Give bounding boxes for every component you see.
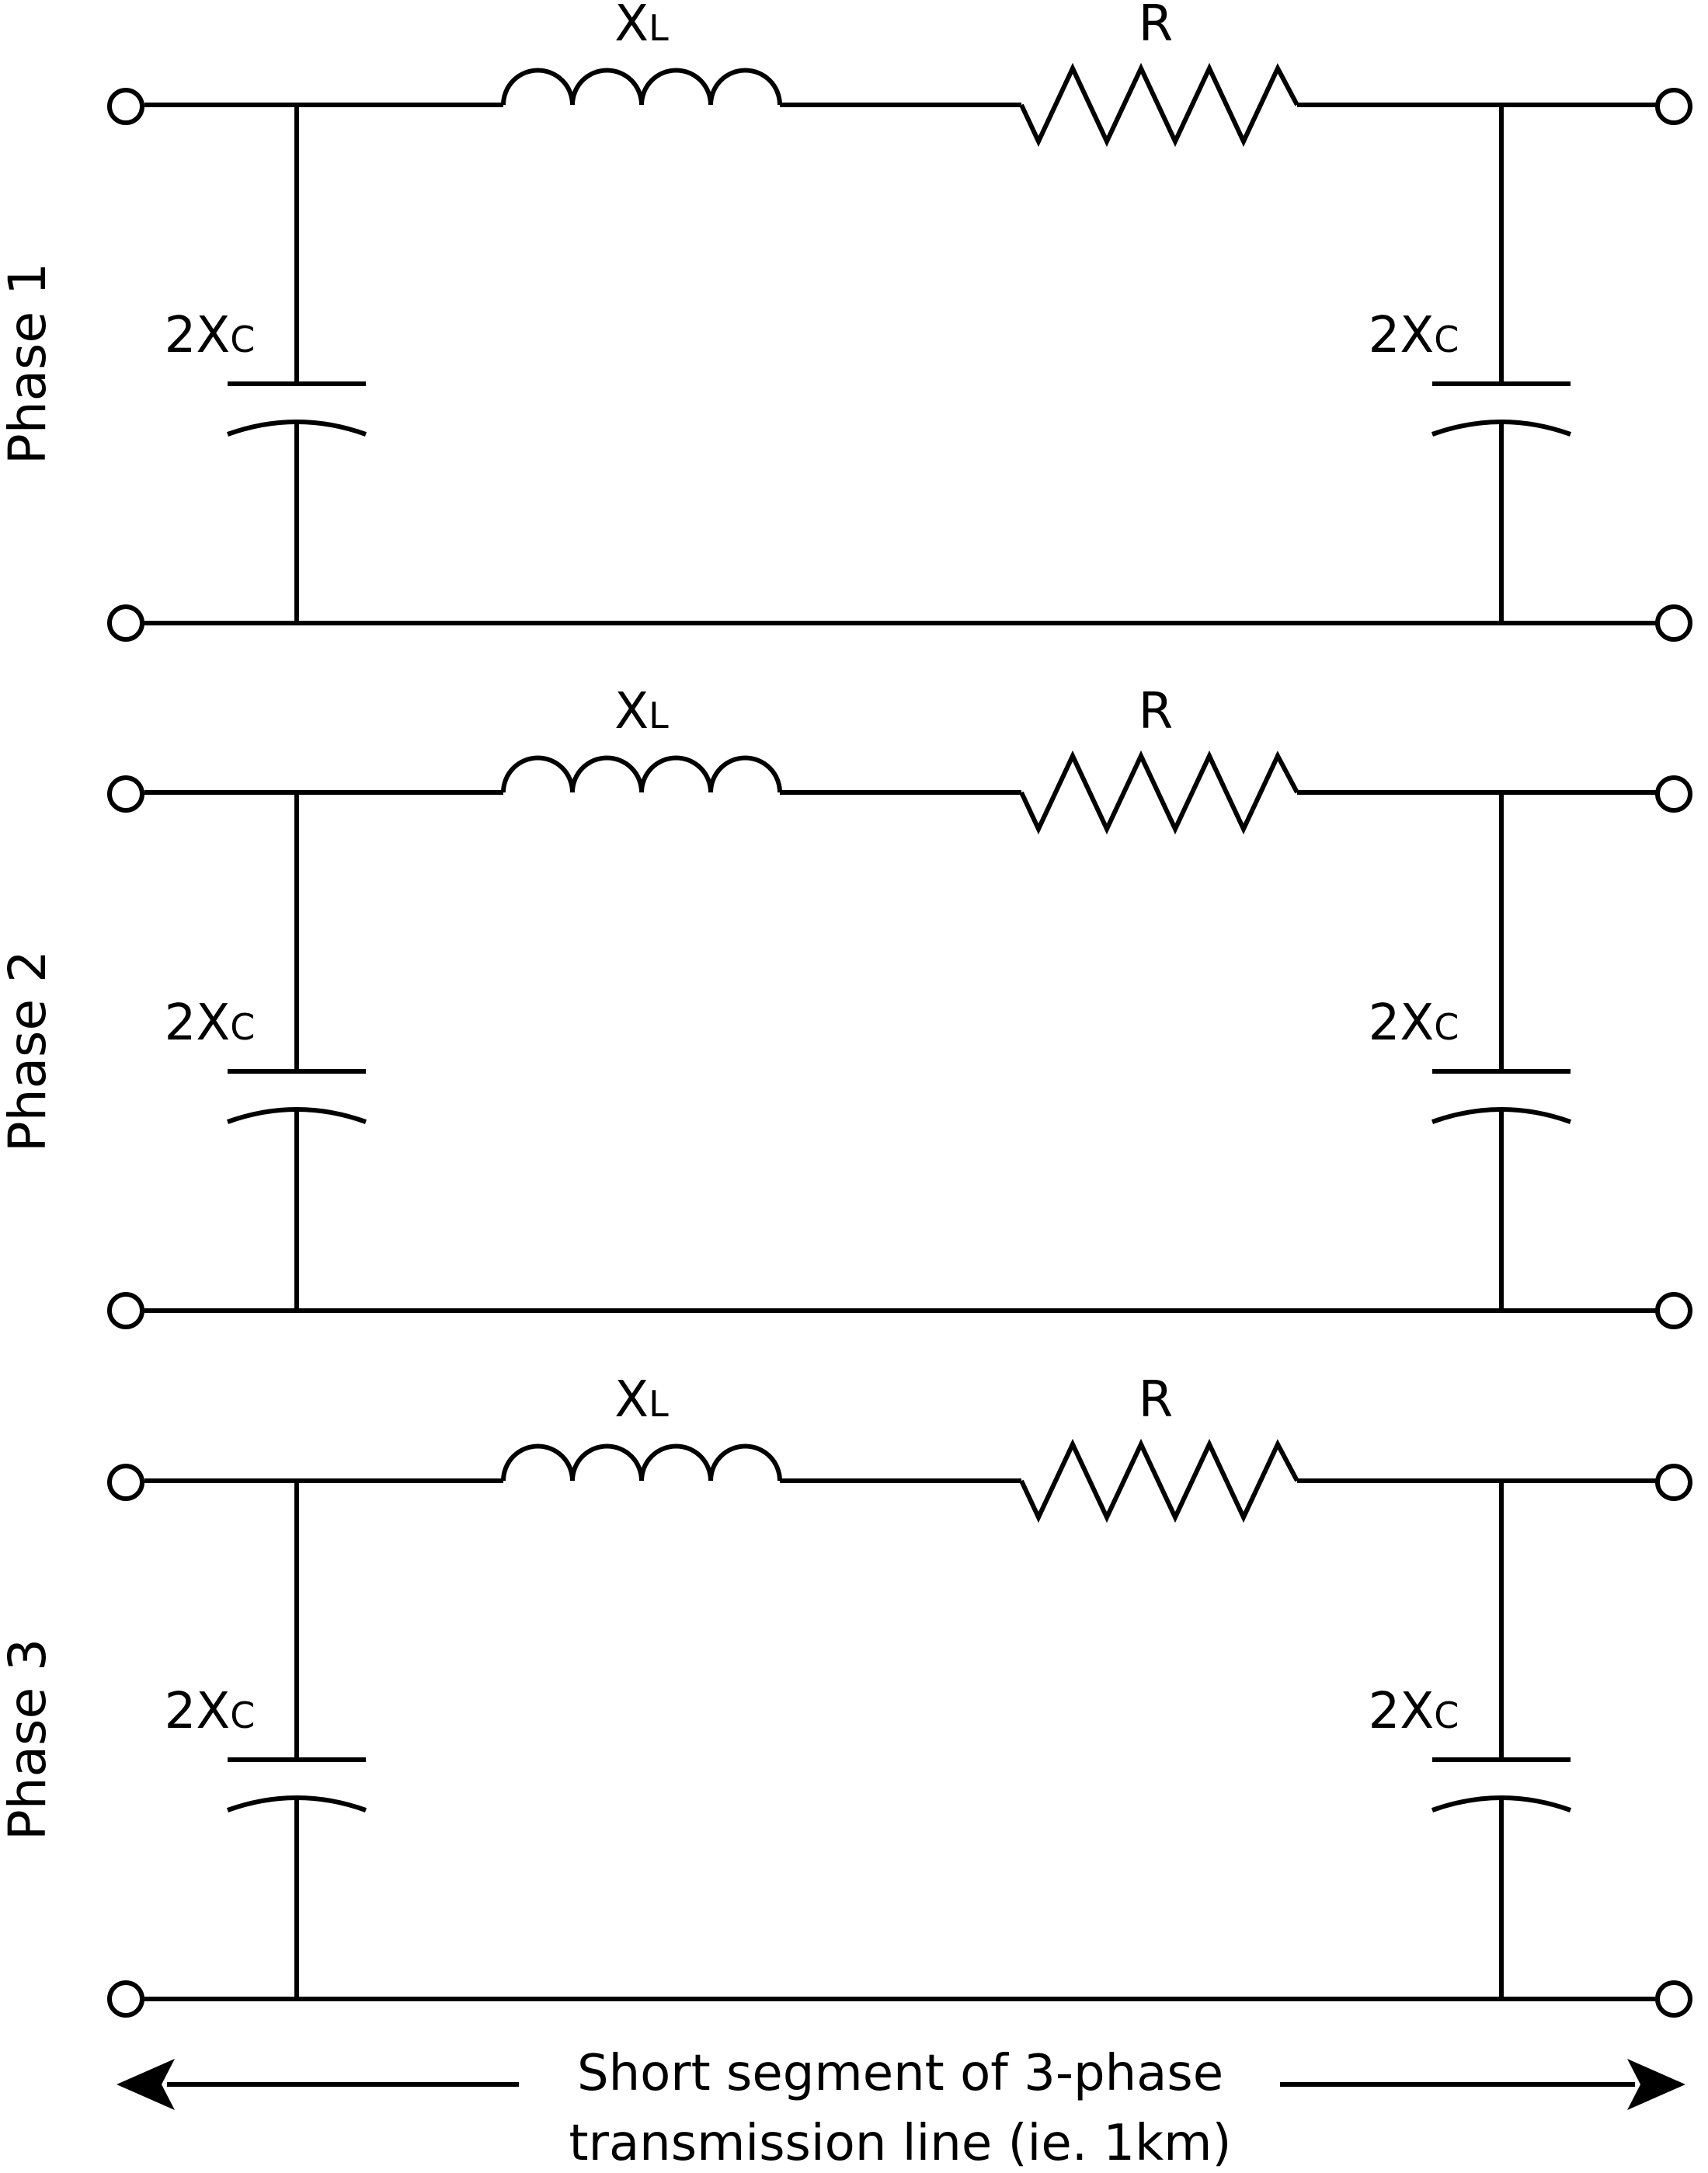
terminal-bottom-right bbox=[1655, 1980, 1692, 2018]
resistor-label: R bbox=[1139, 1371, 1173, 1429]
terminal-top-right bbox=[1655, 775, 1692, 813]
terminal-top-right bbox=[1655, 1464, 1692, 1501]
left-capacitor-label: 2XC bbox=[165, 307, 256, 364]
phase-label: Phase 3 bbox=[0, 1638, 57, 1840]
right-capacitor-label: 2XC bbox=[1369, 994, 1459, 1052]
terminal-top-right bbox=[1655, 88, 1692, 125]
inductor-label: XL bbox=[614, 1371, 669, 1429]
terminal-top-left bbox=[107, 88, 144, 125]
resistor-zigzag bbox=[1019, 750, 1299, 835]
phase-label: Phase 2 bbox=[0, 950, 57, 1152]
segment-length-indicator: Short segment of 3-phase transmission li… bbox=[117, 2045, 1685, 2172]
phase-label: Phase 1 bbox=[0, 263, 57, 465]
arrow-right-icon bbox=[1627, 2059, 1685, 2110]
inductor-coil bbox=[501, 755, 782, 793]
left-capacitor-label: 2XC bbox=[165, 994, 256, 1052]
terminal-bottom-right bbox=[1655, 1292, 1692, 1329]
terminal-bottom-left bbox=[107, 1980, 144, 2018]
resistor-zigzag bbox=[1019, 1438, 1299, 1524]
arrow-left-icon bbox=[117, 2059, 175, 2110]
resistor-label: R bbox=[1139, 683, 1173, 740]
terminal-bottom-left bbox=[107, 604, 144, 642]
terminal-top-left bbox=[107, 775, 144, 813]
phase-1-circuit: XL R 2XC 2XC Phase 1 bbox=[0, 0, 1692, 642]
caption-line-2: transmission line (ie. 1km) bbox=[569, 2115, 1232, 2172]
left-capacitor-label: 2XC bbox=[165, 1683, 256, 1740]
terminal-top-left bbox=[107, 1464, 144, 1501]
caption-line-1: Short segment of 3-phase bbox=[577, 2045, 1223, 2102]
inductor-label: XL bbox=[614, 0, 669, 53]
resistor-label: R bbox=[1139, 0, 1173, 53]
phase-3-circuit: XL R 2XC 2XC Phase 3 bbox=[0, 1371, 1692, 2018]
terminal-bottom-left bbox=[107, 1292, 144, 1329]
inductor-coil bbox=[501, 68, 782, 106]
inductor-coil bbox=[501, 1443, 782, 1482]
right-capacitor-label: 2XC bbox=[1369, 307, 1459, 364]
resistor-zigzag bbox=[1019, 62, 1299, 148]
phase-2-circuit: XL R 2XC 2XC Phase 2 bbox=[0, 683, 1692, 1329]
inductor-label: XL bbox=[614, 683, 669, 740]
right-capacitor-label: 2XC bbox=[1369, 1683, 1459, 1740]
terminal-bottom-right bbox=[1655, 604, 1692, 642]
